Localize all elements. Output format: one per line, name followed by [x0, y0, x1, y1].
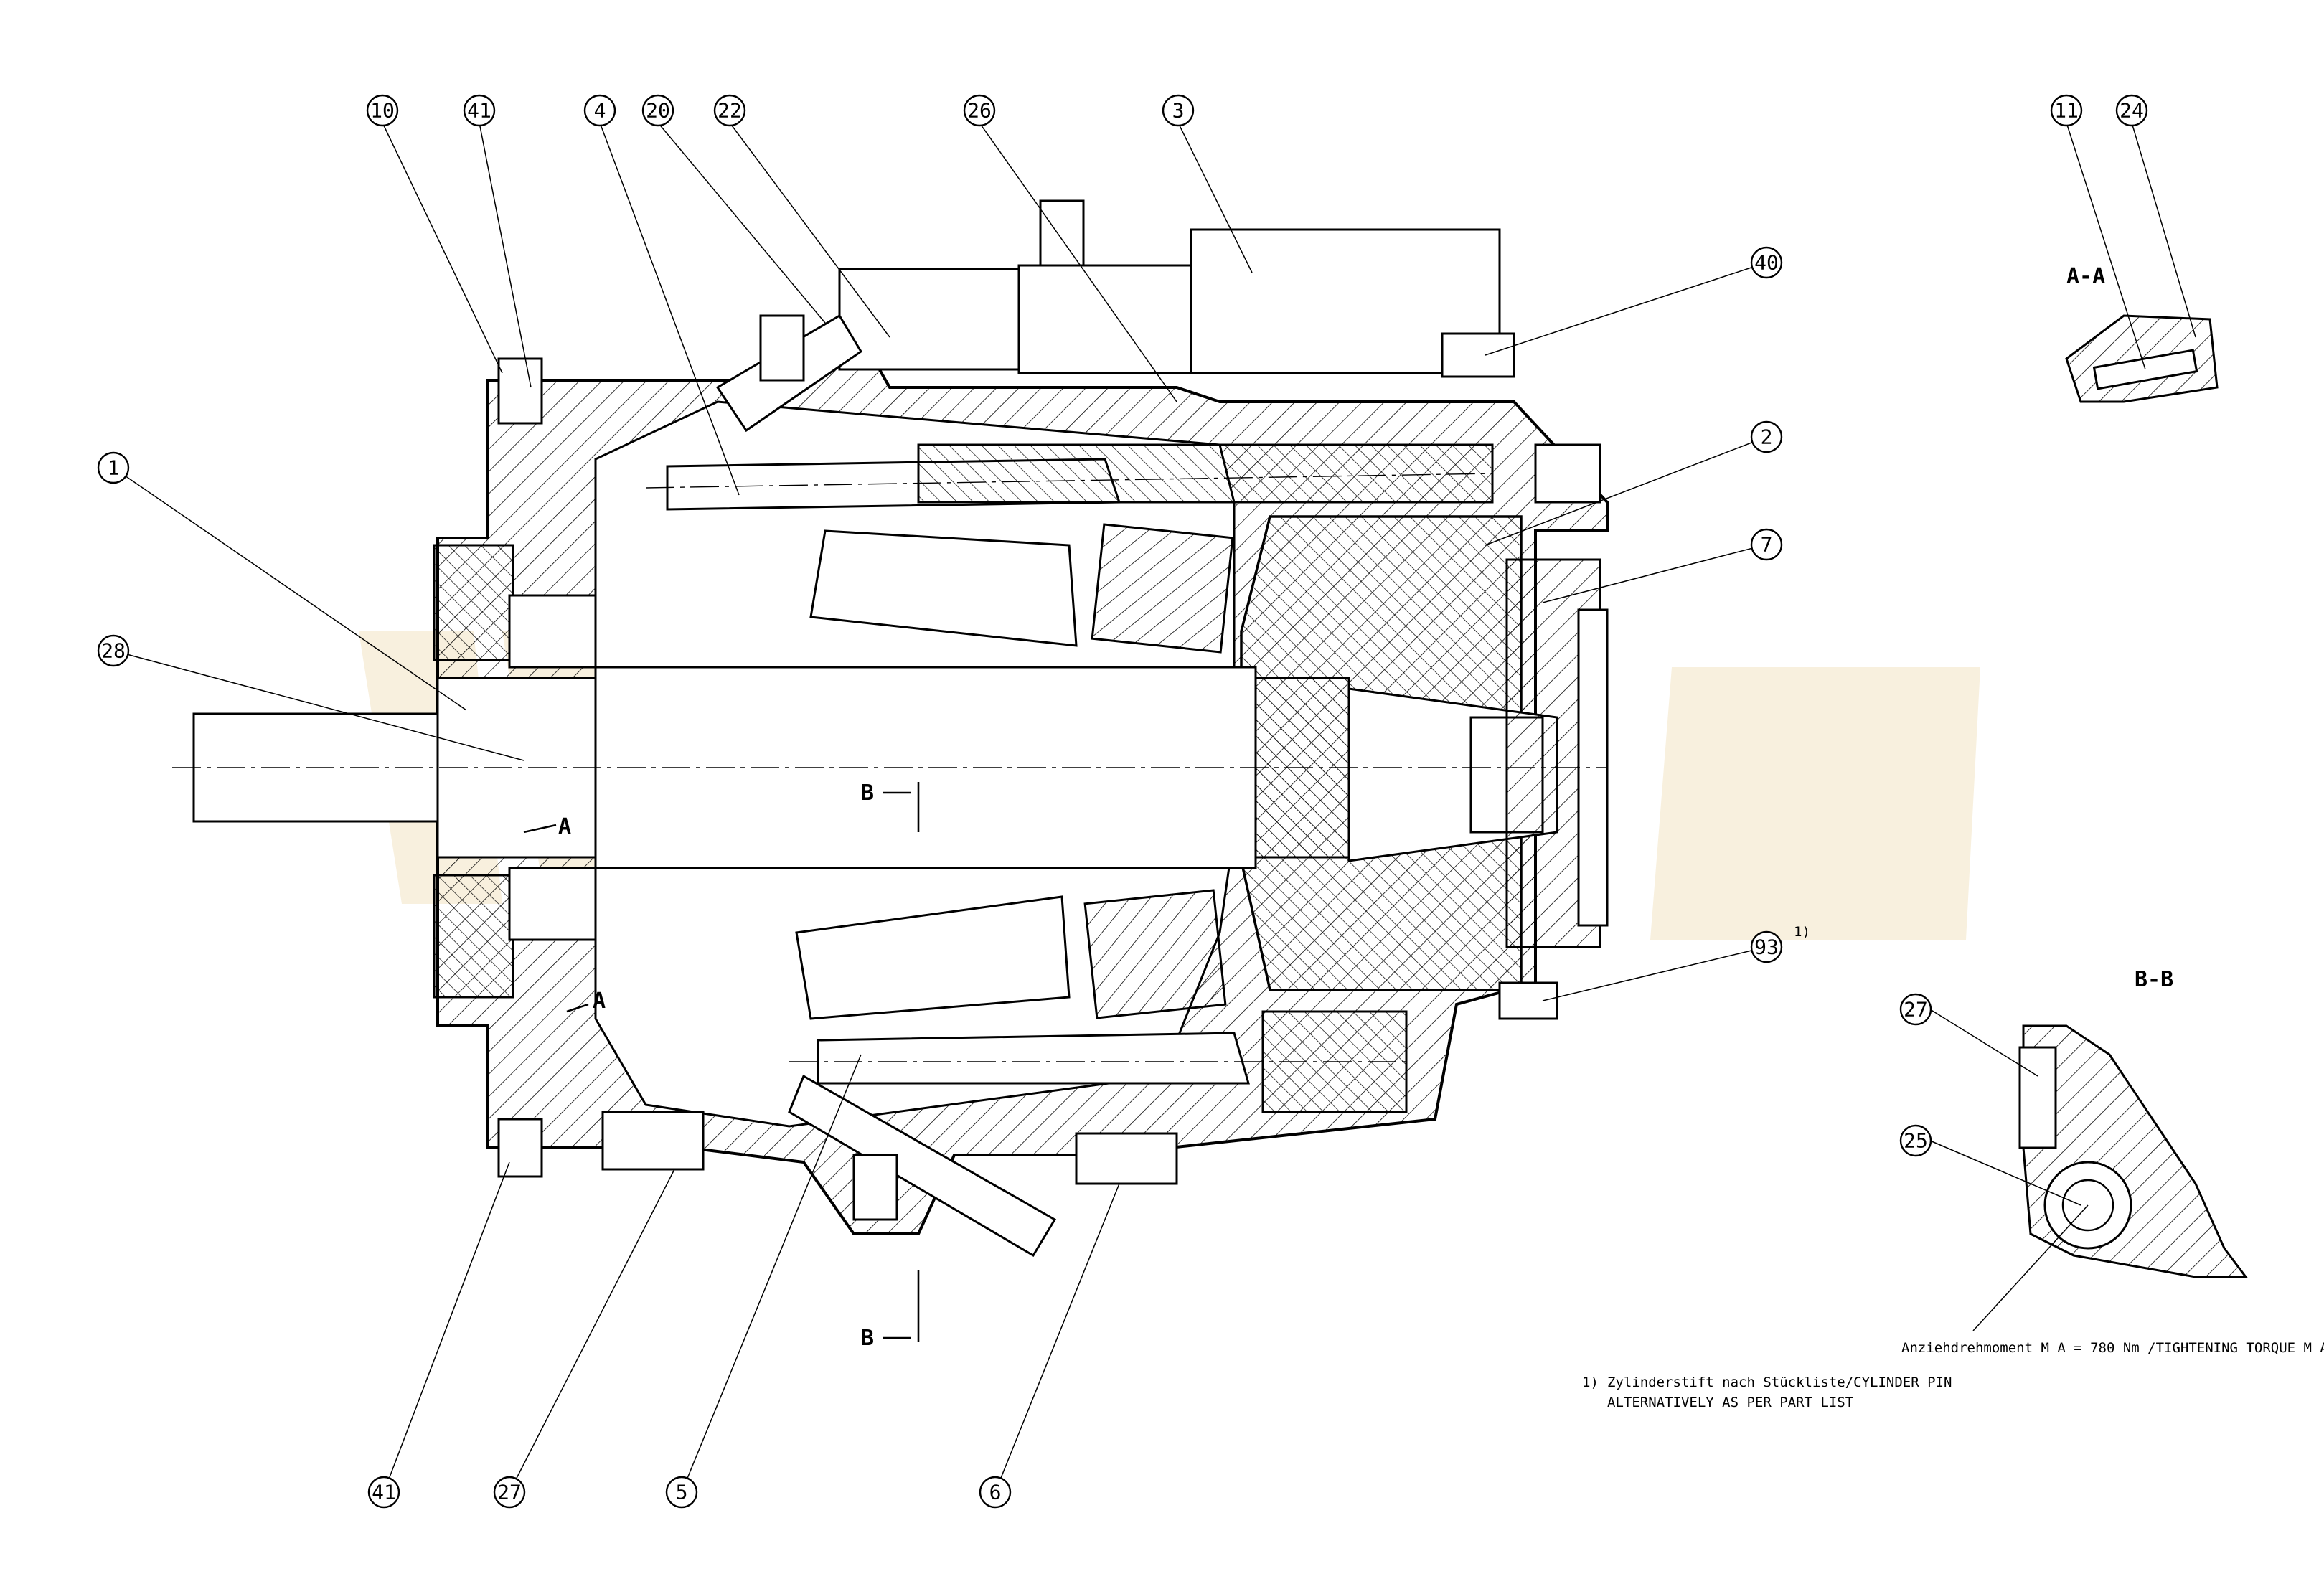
balloon-28: 28 [97, 634, 130, 667]
balloon-27-detail: 27 [1899, 993, 1932, 1026]
balloon-41-bottom: 41 [367, 1476, 400, 1509]
footnote-line-2: ALTERNATIVELY AS PER PART LIST [1607, 1395, 1853, 1410]
fasteners [497, 314, 1601, 1221]
footnote-number: 1) [1582, 1375, 1599, 1390]
svg-text:26: 26 [967, 99, 992, 123]
end-cover [1240, 515, 1609, 991]
balloon-3: 3 [1162, 94, 1195, 127]
balloon-11: 11 [2050, 94, 2083, 127]
footnote-line-1: Zylinderstift nach Stückliste/CYLINDER P… [1607, 1375, 1952, 1390]
balloon-20: 20 [641, 94, 674, 127]
detail-view-bb: B-B [2018, 967, 2248, 1278]
svg-text:27: 27 [1904, 998, 1928, 1022]
svg-text:4: 4 [594, 99, 606, 123]
balloon-24: 24 [2115, 94, 2148, 127]
drawing-notes: Anziehdrehmoment M A = 780 Nm /TIGHTENIN… [1582, 1340, 2324, 1410]
svg-text:11: 11 [2054, 99, 2079, 123]
svg-text:3: 3 [1172, 99, 1185, 123]
view-bb-title: B-B [2135, 967, 2173, 992]
svg-text:10: 10 [370, 99, 395, 123]
balloon-2: 2 [1750, 420, 1783, 453]
balloon-25: 25 [1899, 1124, 1932, 1157]
front-bearing [433, 544, 597, 999]
balloon-26: 26 [963, 94, 996, 127]
svg-text:40: 40 [1754, 251, 1779, 275]
section-a-label-lower: A [593, 989, 606, 1014]
svg-text:25: 25 [1904, 1129, 1928, 1153]
balloon-1: 1 [97, 451, 130, 484]
svg-text:6: 6 [989, 1481, 1002, 1504]
svg-text:7: 7 [1761, 533, 1773, 557]
svg-text:20: 20 [646, 99, 670, 123]
balloons: 10 41 4 20 22 26 3 11 24 40 2 7 1 28 93 1… [97, 94, 2148, 1509]
svg-text:27: 27 [497, 1481, 522, 1504]
svg-text:2: 2 [1761, 425, 1773, 449]
centerlines [172, 473, 1607, 1062]
section-markers: B B A A [523, 781, 920, 1351]
footnote-marker: 1) [1794, 924, 1810, 940]
balloon-41-top: 41 [463, 94, 496, 127]
balloon-4: 4 [583, 94, 616, 127]
balloon-40: 40 [1750, 246, 1783, 279]
svg-text:22: 22 [718, 99, 742, 123]
section-b-label-lower: B [861, 1326, 874, 1351]
section-a-label-upper: A [558, 814, 571, 839]
torque-note: Anziehdrehmoment M A = 780 Nm /TIGHTENIN… [1901, 1340, 2324, 1356]
balloon-6: 6 [979, 1476, 1012, 1509]
pistons [795, 523, 1234, 1020]
balloon-93: 93 1) [1750, 924, 1810, 963]
balloon-5: 5 [665, 1476, 698, 1509]
balloon-10: 10 [366, 94, 399, 127]
leader-lines [113, 122, 2196, 1493]
svg-text:1: 1 [108, 456, 120, 480]
svg-text:5: 5 [676, 1481, 688, 1504]
svg-text:24: 24 [2120, 99, 2144, 123]
section-b-label-upper: B [861, 781, 874, 806]
balloon-22: 22 [713, 94, 746, 127]
svg-text:93: 93 [1754, 935, 1779, 959]
control-valve [838, 199, 1515, 378]
svg-text:41: 41 [467, 99, 491, 123]
balloon-7: 7 [1750, 528, 1783, 561]
svg-text:41: 41 [372, 1481, 396, 1504]
balloon-27-bottom: 27 [493, 1476, 526, 1509]
svg-text:28: 28 [101, 639, 126, 663]
view-aa-title: A-A [2066, 264, 2105, 289]
